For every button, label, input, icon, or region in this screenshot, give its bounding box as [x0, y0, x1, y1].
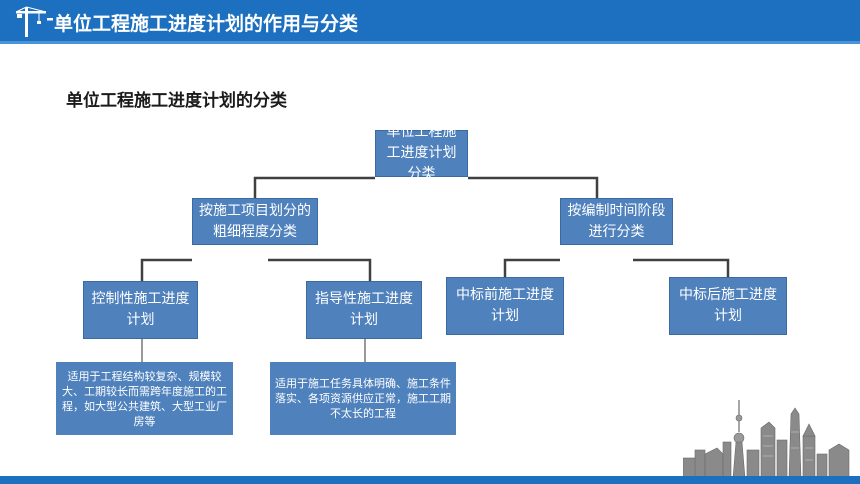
connector-left-guide	[268, 258, 372, 281]
guide-plan-description: 适用于施工任务具体明确、施工条件落实、各项资源供应正常，施工工期不太长的工程	[270, 362, 456, 435]
footer-bar	[0, 476, 860, 484]
tower-crane-icon	[15, 6, 53, 37]
connector-left-control	[140, 258, 192, 281]
branch-timing-node: 按编制时间阶段进行分类	[560, 198, 673, 245]
section-title: 单位工程施工进度计划的分类	[66, 91, 287, 111]
branch-granularity-node: 按施工项目划分的粗细程度分类	[192, 198, 318, 245]
connector-root-left	[253, 176, 375, 198]
connector-right-prebid	[503, 258, 560, 281]
root-node: 单位工程施工进度计划分类	[375, 124, 468, 182]
prebid-plan-node: 中标前施工进度计划	[446, 277, 564, 335]
guide-plan-node: 指导性施工进度计划	[306, 281, 422, 339]
page-title: 单位工程施工进度计划的作用与分类	[54, 13, 359, 35]
connector-right-postbid	[633, 258, 730, 281]
city-skyline-icon	[683, 400, 850, 478]
control-plan-node: 控制性施工进度计划	[83, 281, 198, 339]
header-bar: 单位工程施工进度计划的作用与分类	[0, 0, 860, 44]
control-plan-description: 适用于工程结构较复杂、规模较大、工期较长而需跨年度施工的工程，如大型公共建筑、大…	[56, 362, 233, 435]
postbid-plan-node: 中标后施工进度计划	[669, 277, 787, 335]
connector-root-right	[468, 176, 599, 198]
